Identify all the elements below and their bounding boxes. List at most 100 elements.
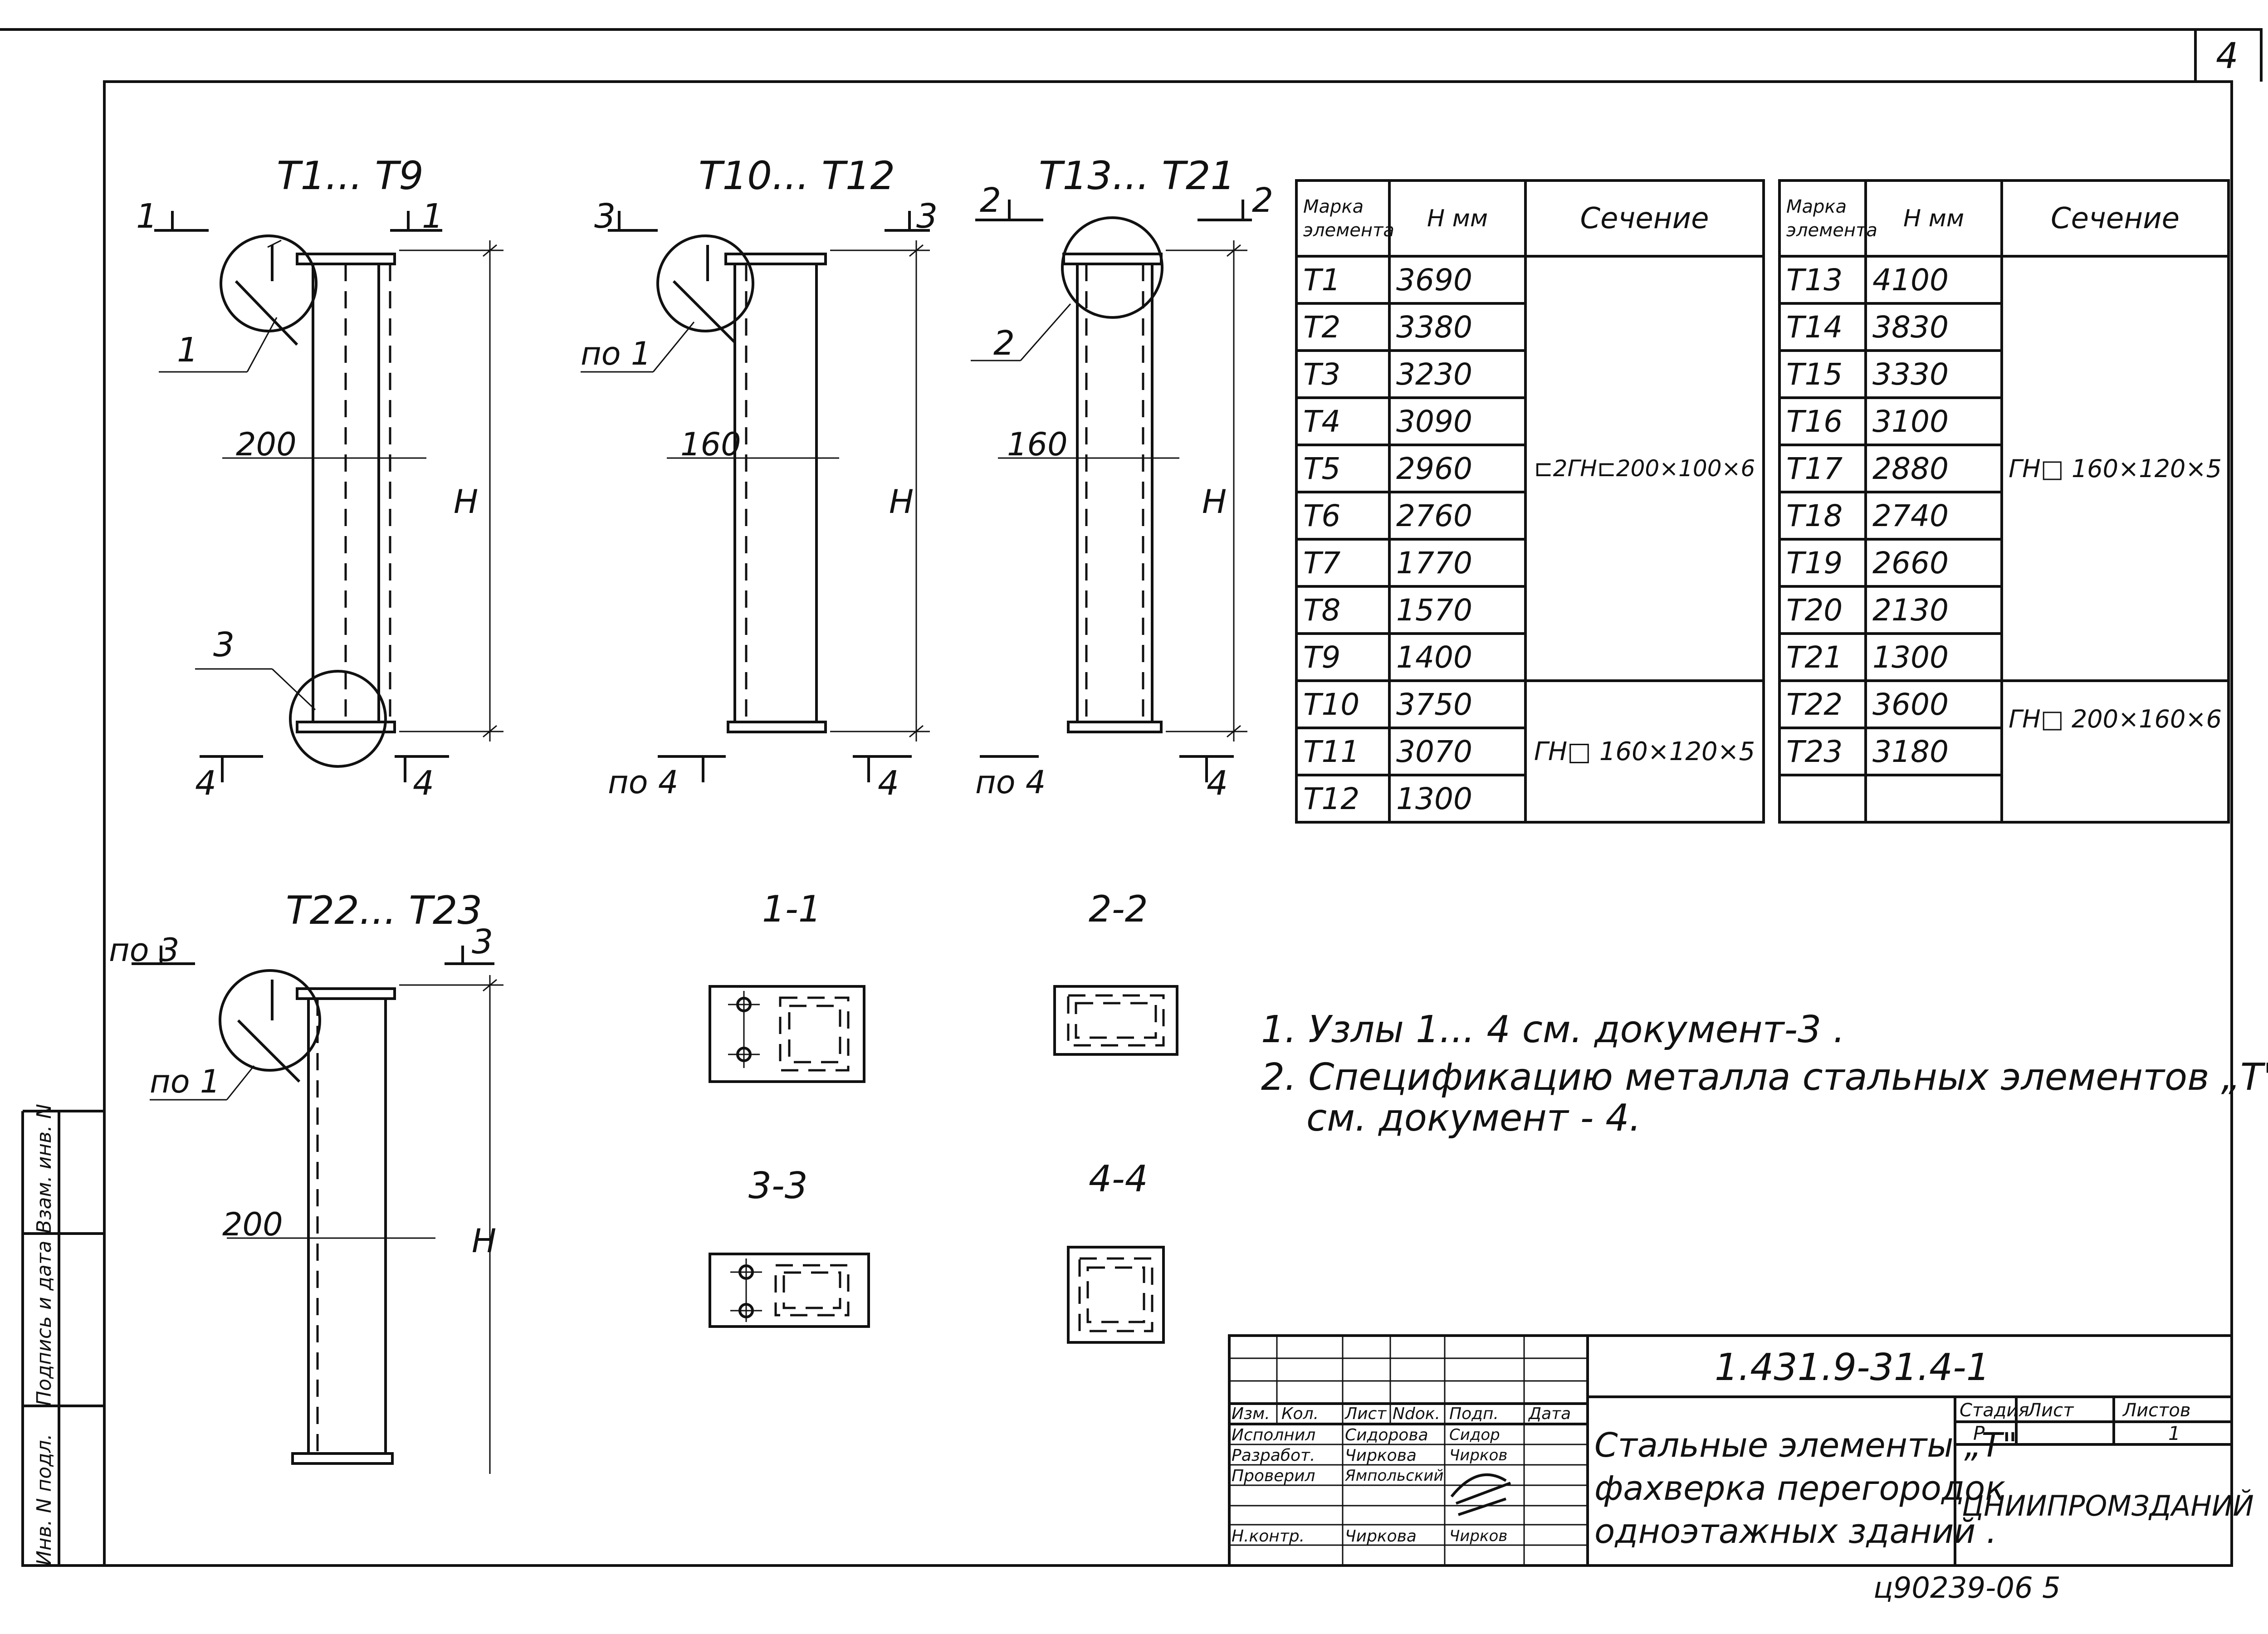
callout-po-1-a: по 1 (581, 335, 651, 372)
cut-mark-2-left: 2 (980, 181, 1002, 220)
tb-col-kol: Кол. (1281, 1405, 1319, 1423)
tb-sheets-value: 1 (2168, 1422, 2180, 1444)
row-height: 1770 (1388, 538, 1527, 588)
page-number-box (2194, 28, 2263, 82)
callout-node-1: 1 (177, 331, 199, 370)
row-height: 3750 (1388, 679, 1527, 729)
section-title-3-3: 3-3 (748, 1165, 808, 1207)
dim-width-200-b: 200 (222, 1206, 283, 1243)
row-mark: T11 (1295, 727, 1391, 776)
row-height: 1400 (1388, 632, 1527, 682)
side-stamp-frame (21, 1110, 104, 1567)
cut-mark-4-right: 4 (413, 764, 435, 803)
tb-col-izm: Изм. (1232, 1405, 1270, 1423)
row-mark: T10 (1295, 679, 1391, 729)
tb-name-proveril: Ямпольский (1345, 1467, 1444, 1485)
dim-width-160-a: 160 (680, 426, 741, 463)
header-section: Сечение (1524, 179, 1765, 258)
stamp-inv-no: Инв. N подл. (33, 1434, 56, 1566)
section-2-2-drawing (1053, 985, 1178, 1056)
header-mark: Марка элемента (1778, 179, 1877, 258)
section-2gn-200x100x6: ⊏2ГН⊏200×100×6 (1524, 255, 1765, 682)
note-2-continued: см. документ - 4. (1306, 1097, 1641, 1140)
cut-mark-1-right: 1 (422, 197, 444, 236)
tb-sheet-label: Лист (2028, 1400, 2074, 1421)
section-gn-160x120x5-b: ГН□ 160×120×5 (2000, 255, 2230, 682)
title-line-1: Стальные элементы „T" (1594, 1426, 2018, 1465)
tb-col-podp: Подп. (1449, 1405, 1499, 1423)
dim-height-h-c: H (1202, 483, 1227, 521)
cut-mark-po-4-b: по 4 (975, 764, 1046, 801)
row-mark: T2 (1295, 302, 1391, 352)
row-mark: T4 (1295, 396, 1391, 446)
row-mark: T14 (1778, 302, 1867, 352)
tb-role-razrabot: Разработ. (1232, 1446, 1315, 1465)
cut-mark-po-4-a: по 4 (608, 764, 679, 801)
header-mark: Марка элемента (1295, 179, 1394, 258)
section-gn-200x160x6: ГН□ 200×160×6 (2000, 679, 2230, 824)
row-height (1864, 774, 2003, 824)
row-mark: T22 (1778, 679, 1867, 729)
row-mark: T13 (1778, 255, 1867, 305)
row-mark: T1 (1295, 255, 1391, 305)
row-mark: T3 (1295, 349, 1391, 399)
organization-name: ЦНИИПРОМЗДАНИЙ (1962, 1489, 2254, 1522)
tb-role-ispolnil: Исполнил (1232, 1426, 1316, 1444)
row-height: 1570 (1388, 585, 1527, 635)
title-t10-t12: T10... T12 (699, 153, 895, 199)
tb-stage-value: Р (1973, 1422, 1985, 1444)
row-mark: T19 (1778, 538, 1867, 588)
row-height: 3180 (1864, 727, 2003, 776)
row-height: 3100 (1864, 396, 2003, 446)
stamp-replaces-inv-no: Взам. инв. N (33, 1104, 56, 1234)
dim-height-h-b: H (889, 483, 914, 521)
section-title-1-1: 1-1 (762, 888, 821, 930)
section-4-4-drawing (1067, 1246, 1165, 1344)
row-height: 3070 (1388, 727, 1527, 776)
title-block-grid (1228, 1334, 2233, 1567)
tb-col-list: Лист (1345, 1405, 1387, 1423)
row-mark: T7 (1295, 538, 1391, 588)
header-h: H мм (1388, 179, 1527, 258)
cut-mark-po-3: по 3 (109, 932, 180, 969)
cut-mark-1-left: 1 (136, 197, 158, 236)
row-height: 1300 (1864, 632, 2003, 682)
stamp-signature-date: Подпись и дата (33, 1240, 56, 1406)
section-gn-160x120x5: ГН□ 160×120×5 (1524, 679, 1765, 824)
cut-mark-4-right-b: 4 (878, 764, 899, 803)
row-mark: T12 (1295, 774, 1391, 824)
tb-name-ispolnil: Сидорова (1345, 1426, 1428, 1444)
row-height: 2880 (1864, 444, 2003, 493)
tb-name-nkontr: Чиркова (1345, 1527, 1417, 1546)
row-mark: T23 (1778, 727, 1867, 776)
title-line-3: одноэтажных зданий . (1594, 1512, 1997, 1551)
row-mark: T18 (1778, 491, 1867, 541)
row-mark: T6 (1295, 491, 1391, 541)
row-height: 2740 (1864, 491, 2003, 541)
section-1-1-drawing (709, 985, 865, 1083)
tb-sign-ispolnil: Сидор (1449, 1426, 1500, 1444)
row-height: 2760 (1388, 491, 1527, 541)
page-number: 4 (2216, 36, 2239, 77)
elevation-t10-t12 (581, 211, 930, 782)
cut-mark-3-right: 3 (916, 197, 938, 236)
row-height: 3600 (1864, 679, 2003, 729)
cut-mark-4-left: 4 (195, 764, 217, 803)
row-mark: T15 (1778, 349, 1867, 399)
tb-role-nkontr: Н.контр. (1232, 1527, 1305, 1546)
row-mark: T17 (1778, 444, 1867, 493)
tb-sheets-label: Листов (2123, 1400, 2191, 1421)
row-mark: T21 (1778, 632, 1867, 682)
row-height: 4100 (1864, 255, 2003, 305)
tb-sign-razrabot: Чирков (1449, 1446, 1508, 1464)
cut-mark-2-right: 2 (1252, 181, 1274, 220)
row-mark: T9 (1295, 632, 1391, 682)
dim-width-160-b: 160 (1007, 426, 1068, 463)
row-mark: T5 (1295, 444, 1391, 493)
dim-height-h-d: H (472, 1222, 497, 1260)
row-height: 3380 (1388, 302, 1527, 352)
tb-sign-nkontr: Чирков (1449, 1527, 1508, 1545)
